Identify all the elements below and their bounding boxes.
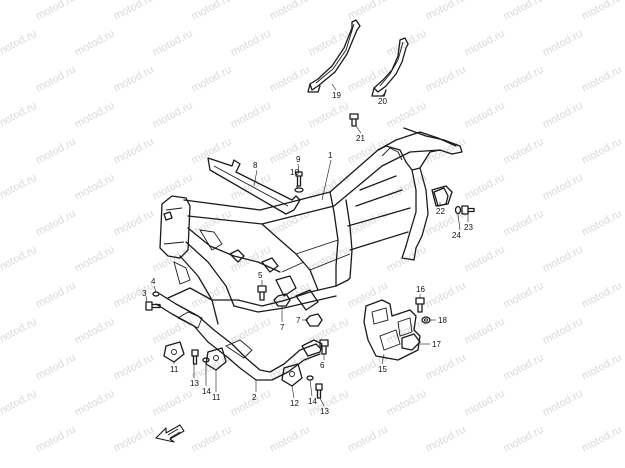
washer-14b [306,375,314,381]
callout-17: 17 [432,340,441,349]
bolt-21 [349,113,359,127]
callout-10: 10 [290,168,299,177]
bolt-9 [295,171,303,187]
washer-10 [294,187,304,193]
callout-23: 23 [464,223,473,232]
bolt-5 [257,285,267,301]
bolt-13a [191,349,199,365]
washer-24 [454,205,462,215]
callout-9: 9 [296,155,301,164]
callout-13b: 13 [320,407,329,416]
callout-14b: 14 [308,397,317,406]
callout-11a: 11 [170,365,179,374]
tray-bracket-15 [363,299,421,361]
bracket-22 [433,187,449,207]
callout-15: 15 [378,365,387,374]
callout-21: 21 [356,134,365,143]
mount-plate-12 [281,363,303,387]
bolt-16 [415,297,425,313]
callout-24: 24 [452,231,461,240]
leader-lines [145,83,469,407]
bolt-13b [315,383,323,399]
callout-4: 4 [151,277,156,286]
callout-5: 5 [258,271,263,280]
callout-8: 8 [253,161,258,170]
bolt-3 [145,301,161,311]
callout-12: 12 [290,399,299,408]
callout-18: 18 [438,316,447,325]
grommet-18 [421,316,431,324]
callout-1: 1 [328,151,333,160]
callout-22: 22 [436,207,445,216]
callout-16: 16 [416,285,425,294]
callout-19: 19 [332,91,341,100]
callout-2: 2 [252,393,257,402]
washer-4 [152,291,160,297]
callout-3: 3 [142,289,147,298]
callout-7b: 7 [296,316,301,325]
front-direction-arrow-icon [155,424,185,443]
lower-cradle-2 [155,287,323,381]
nut-7b [305,313,323,327]
callout-20: 20 [378,97,387,106]
washer-14a [202,357,210,363]
bracket-17 [401,333,421,351]
callout-6: 6 [320,361,325,370]
mount-plate-11a [163,341,185,363]
callout-13a: 13 [190,379,199,388]
seat-rail-bracket-20 [371,37,409,97]
callout-7a: 7 [280,323,285,332]
seat-rail-bracket-19 [307,19,361,93]
nut-7a [273,293,291,307]
callout-11b: 11 [212,393,221,402]
callout-labels: 1 2 3 4 5 6 7 7 8 9 10 11 11 12 13 13 14… [142,91,473,416]
callout-14a: 14 [202,387,211,396]
bolt-23 [461,205,475,215]
main-frame-1 [159,127,463,325]
